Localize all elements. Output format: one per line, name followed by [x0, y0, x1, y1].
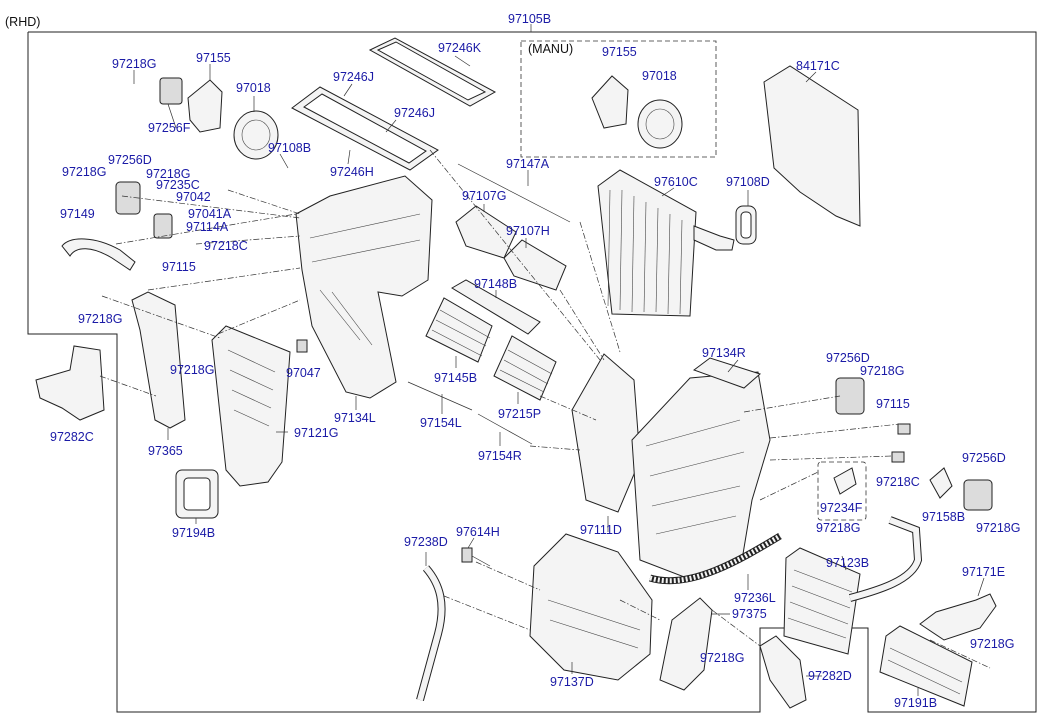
part-label-97246h[interactable]: 97246H — [330, 165, 374, 179]
part-label-97256f[interactable]: 97256F — [148, 121, 191, 135]
part-label-97171e[interactable]: 97171E — [962, 565, 1005, 579]
part-label-97246k[interactable]: 97246K — [438, 41, 482, 55]
part-label-97218g-6[interactable]: 97218G — [860, 364, 904, 378]
part-label-97155-a[interactable]: 97155 — [196, 51, 231, 65]
part-label-97256d-b[interactable]: 97256D — [826, 351, 870, 365]
part-label-97108b[interactable]: 97108B — [268, 141, 311, 155]
part-label-97115-b[interactable]: 97115 — [876, 397, 910, 411]
part-label-97149[interactable]: 97149 — [60, 207, 95, 221]
part-label-97218g-2[interactable]: 97218G — [62, 165, 106, 179]
part-label-97218g-5[interactable]: 97218G — [170, 363, 214, 377]
part-label-97256d-a[interactable]: 97256D — [108, 153, 152, 167]
part-label-97154l[interactable]: 97154L — [420, 416, 462, 430]
part-label-97108d[interactable]: 97108D — [726, 175, 770, 189]
part-label-97375[interactable]: 97375 — [732, 607, 767, 621]
part-label-97246j-b[interactable]: 97246J — [394, 106, 435, 120]
part-label-97246j-a[interactable]: 97246J — [333, 70, 374, 84]
leader-lines — [99, 24, 991, 696]
part-label-97137d[interactable]: 97137D — [550, 675, 594, 689]
part-label-97256d-c[interactable]: 97256D — [962, 451, 1006, 465]
part-label-84171c[interactable]: 84171C — [796, 59, 840, 73]
part-label-97148b[interactable]: 97148B — [474, 277, 517, 291]
part-label-97134l[interactable]: 97134L — [334, 411, 376, 425]
part-label-97145b[interactable]: 97145B — [434, 371, 477, 385]
part-drawings — [35, 37, 997, 709]
part-label-97218c-b[interactable]: 97218C — [876, 475, 920, 489]
part-label-97218g-7[interactable]: 97218G — [976, 521, 1020, 535]
part-label-97235c[interactable]: 97235C — [156, 178, 200, 192]
part-label-97155-b[interactable]: 97155 — [602, 45, 637, 59]
part-label-97105b[interactable]: 97105B — [508, 12, 551, 26]
part-label-97218g-9[interactable]: 97218G — [970, 637, 1014, 651]
assembly-frame — [27, 31, 1037, 713]
part-label-97218g-1[interactable]: 97218G — [112, 57, 156, 71]
part-label-97218g-4[interactable]: 97218G — [78, 312, 122, 326]
part-label-97218c-a[interactable]: 97218C — [204, 239, 248, 253]
part-label-97234f[interactable]: 97234F — [820, 501, 863, 515]
part-label-97154r[interactable]: 97154R — [478, 449, 522, 463]
manual-group-label: (MANU) — [528, 42, 573, 56]
part-label-97158b[interactable]: 97158B — [922, 510, 965, 524]
part-label-97107g[interactable]: 97107G — [462, 189, 506, 203]
part-label-97041a[interactable]: 97041A — [188, 207, 232, 221]
part-label-97111d[interactable]: 97111D — [580, 523, 622, 537]
variant-label: (RHD) — [5, 15, 40, 29]
manual-group-box — [520, 40, 717, 158]
part-label-97114a[interactable]: 97114A — [186, 220, 229, 234]
part-label-97215p[interactable]: 97215P — [498, 407, 541, 421]
part-label-97115-a[interactable]: 97115 — [162, 260, 196, 274]
actuator-group-box — [817, 461, 867, 521]
part-label-97282d[interactable]: 97282D — [808, 669, 852, 683]
part-label-97191b[interactable]: 97191B — [894, 696, 937, 710]
part-label-97238d[interactable]: 97238D — [404, 535, 448, 549]
part-label-97282c[interactable]: 97282C — [50, 430, 94, 444]
part-label-97107h[interactable]: 97107H — [506, 224, 550, 238]
part-label-97365[interactable]: 97365 — [148, 444, 183, 458]
part-label-97218g-8[interactable]: 97218G — [816, 521, 860, 535]
part-label-97134r[interactable]: 97134R — [702, 346, 746, 360]
part-label-97123b[interactable]: 97123B — [826, 556, 869, 570]
part-label-97194b[interactable]: 97194B — [172, 526, 215, 540]
part-label-97018-a[interactable]: 97018 — [236, 81, 271, 95]
part-label-97236l[interactable]: 97236L — [734, 591, 776, 605]
part-label-97218g-3[interactable]: 97218G — [146, 167, 190, 181]
part-label-97047[interactable]: 97047 — [286, 366, 321, 380]
part-label-97147a[interactable]: 97147A — [506, 157, 550, 171]
part-label-97614h[interactable]: 97614H — [456, 525, 500, 539]
part-label-97610c[interactable]: 97610C — [654, 175, 698, 189]
part-label-97018-b[interactable]: 97018 — [642, 69, 677, 83]
part-label-97121g[interactable]: 97121G — [294, 426, 338, 440]
part-label-97218g-10[interactable]: 97218G — [700, 651, 744, 665]
part-label-97042[interactable]: 97042 — [176, 190, 211, 204]
